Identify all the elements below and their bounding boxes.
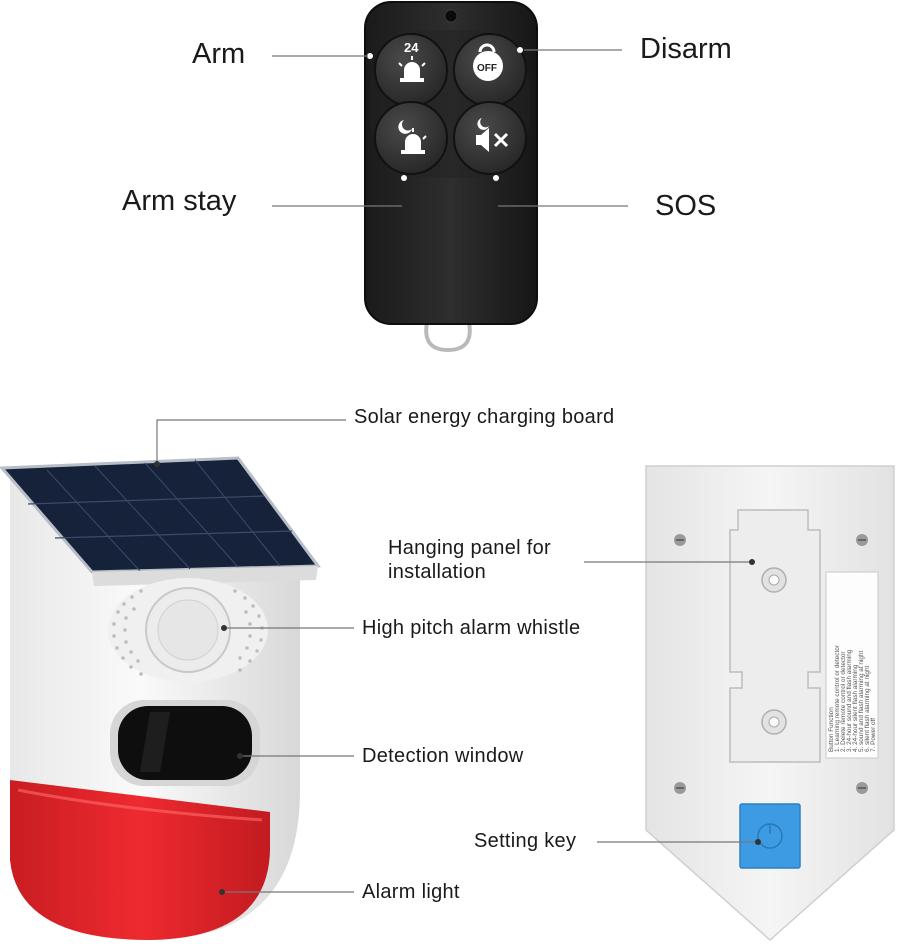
label-arm: Arm [192, 38, 246, 70]
label-setting-key: Setting key [474, 830, 577, 852]
screw [856, 782, 868, 794]
sticker-line: 4. 24-hour silent flash alarming [852, 664, 859, 752]
back-panel-leader-lines [584, 559, 761, 845]
instruction-sticker: Button Function 1. Learning remote contr… [825, 571, 879, 759]
label-detection-window: Detection window [362, 745, 524, 767]
svg-text:24: 24 [404, 40, 419, 55]
alarm-sensor [0, 456, 321, 940]
label-hanging-panel: Hanging panel for installation [388, 536, 551, 584]
detection-window [110, 700, 260, 786]
screw [856, 534, 868, 546]
siren-24h-icon: 24 [398, 40, 426, 82]
sos-button[interactable] [453, 101, 527, 175]
unlock-off-icon: OFF [473, 43, 503, 81]
setting-key[interactable] [739, 803, 801, 869]
sticker-line: 3. 24-hour sound and flash alarming [846, 649, 853, 752]
label-alarm-whistle: High pitch alarm whistle [362, 617, 581, 639]
screw [674, 782, 686, 794]
remote-leader-lines [272, 49, 628, 207]
sticker-line: 2. Delete remote control or detector [840, 651, 847, 752]
arm-stay-button[interactable] [374, 101, 448, 175]
solar-panel [0, 456, 321, 586]
sticker-line: 5. sound and flash alarming at night [858, 651, 865, 752]
svg-text:OFF: OFF [477, 63, 497, 74]
arm-button[interactable]: 24 [374, 33, 448, 107]
disarm-button[interactable]: OFF [453, 33, 527, 107]
screw [674, 534, 686, 546]
sticker-line: 1. Learning remote control or detector [834, 644, 841, 752]
label-arm-stay: Arm stay [122, 185, 237, 217]
sticker-line: 7. Power off [870, 718, 877, 752]
alarm-light [10, 780, 270, 940]
moon-siren-icon [398, 120, 427, 154]
label-disarm: Disarm [640, 33, 732, 65]
label-sos: SOS [655, 190, 717, 222]
label-hanging-panel-line1: Hanging panel for [388, 537, 551, 559]
moon-mute-icon [476, 118, 509, 152]
hanging-bracket [729, 509, 821, 763]
key-ring [424, 317, 472, 353]
sticker-line: 6. silent flash alarming at night [864, 665, 871, 752]
label-solar-panel: Solar energy charging board [354, 406, 615, 428]
label-hanging-panel-line2: installation [388, 561, 487, 583]
label-alarm-light: Alarm light [362, 881, 460, 903]
sticker-title: Button Function [828, 707, 835, 752]
speaker-grill [108, 578, 268, 682]
sensor-leader-lines [154, 419, 354, 895]
